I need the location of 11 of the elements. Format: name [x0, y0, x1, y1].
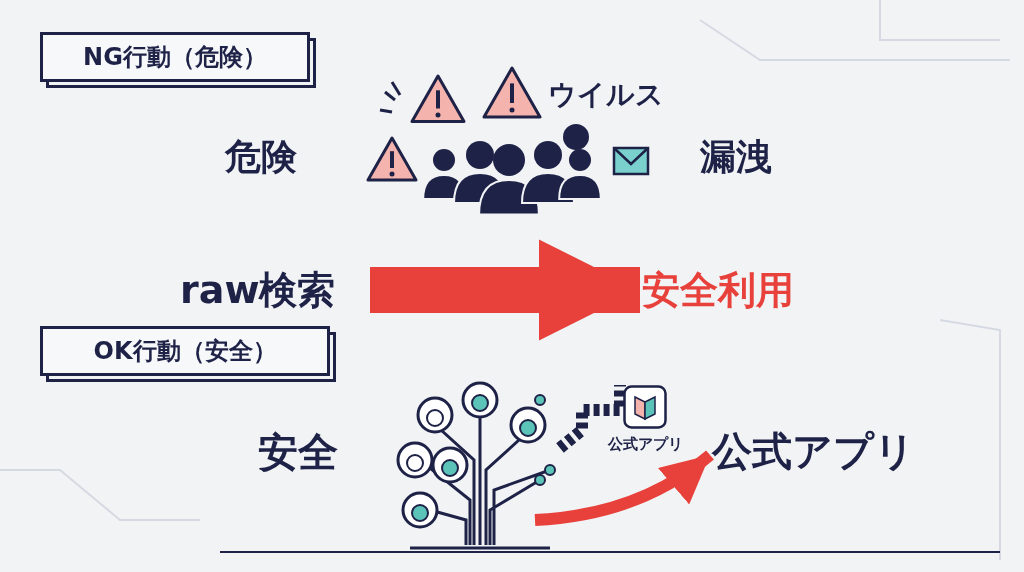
app-caption: 公式アプリ — [606, 435, 684, 454]
result-text: 安全利用 — [642, 262, 852, 318]
virus-text: ウイルス — [548, 77, 664, 113]
leak-text: 漏洩 — [700, 135, 772, 179]
arrow — [370, 239, 640, 341]
risk-text: 危険 — [225, 135, 297, 179]
arrow — [534, 450, 714, 526]
app-text: 公式アプリ — [712, 420, 942, 482]
search-text: raw検索 — [180, 262, 370, 318]
safe-text: 安全 — [258, 428, 338, 477]
leader-line — [556, 385, 626, 453]
